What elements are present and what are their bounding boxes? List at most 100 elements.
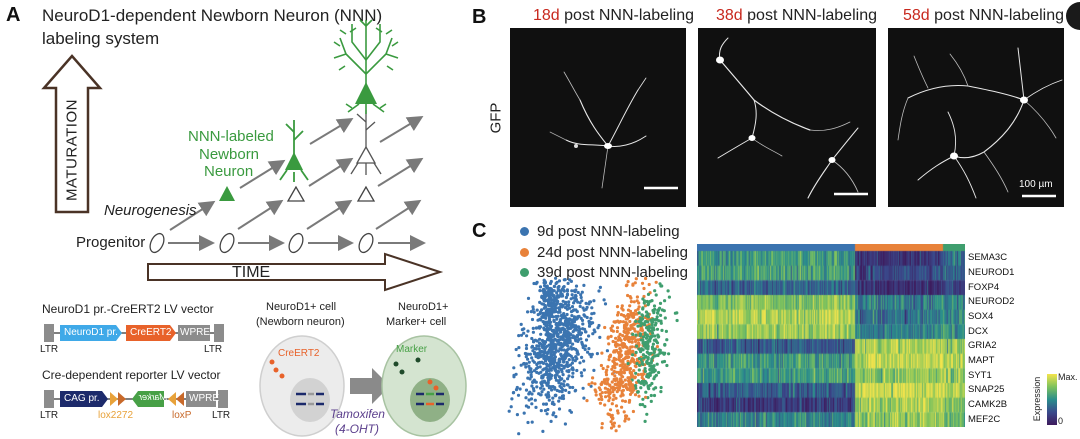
- nnn-label-line3: Neuron: [204, 163, 254, 180]
- umap-point: [585, 305, 589, 309]
- umap-point: [594, 390, 598, 394]
- umap-point: [568, 336, 572, 340]
- umap-point: [597, 323, 601, 328]
- umap-point: [609, 334, 613, 338]
- umap-point: [549, 358, 554, 362]
- umap-point: [633, 375, 637, 379]
- vector1-title: NeuroD1 pr.-CreERT2 LV vector: [42, 302, 214, 316]
- umap-point: [651, 342, 655, 346]
- umap-point: [625, 334, 629, 338]
- umap-point: [539, 342, 543, 346]
- umap-point: [547, 312, 551, 316]
- legend-dot-icon: [520, 227, 529, 236]
- umap-point: [524, 396, 528, 400]
- umap-point: [535, 308, 539, 312]
- umap-point: [534, 354, 538, 359]
- umap-point: [588, 352, 592, 356]
- umap-point: [559, 382, 564, 386]
- umap-point: [542, 287, 546, 291]
- umap-point: [517, 432, 521, 436]
- umap-point: [648, 339, 652, 343]
- umap-point: [550, 373, 554, 378]
- umap-point: [620, 342, 624, 346]
- umap-point: [607, 342, 611, 346]
- umap-point: [531, 387, 536, 391]
- umap-point: [616, 311, 620, 315]
- umap-point: [628, 370, 632, 374]
- umap-point: [642, 372, 646, 376]
- umap-point: [526, 296, 531, 300]
- umap-point: [605, 378, 610, 383]
- umap-point: [644, 381, 648, 385]
- umap-point: [544, 309, 548, 313]
- umap-point: [629, 300, 633, 304]
- micrograph-58d: 100 µm: [888, 28, 1064, 207]
- umap-point: [608, 353, 613, 357]
- umap-point: [556, 364, 560, 368]
- umap-point: [545, 323, 549, 328]
- umap-point: [538, 289, 542, 293]
- umap-point: [645, 336, 649, 340]
- vector2-wpre-label: WPRE: [189, 393, 219, 404]
- vector1-promoter-label: NeuroD1 pr.: [64, 327, 118, 338]
- umap-point: [654, 280, 658, 284]
- umap-point: [641, 297, 645, 301]
- umap-point: [611, 339, 615, 344]
- umap-point: [589, 316, 593, 320]
- umap-point: [573, 359, 577, 363]
- umap-point: [556, 349, 560, 353]
- umap-point: [618, 320, 623, 324]
- umap-point: [645, 412, 649, 416]
- umap-point: [526, 405, 531, 409]
- umap-point: [531, 330, 535, 334]
- umap-point: [558, 396, 562, 400]
- panel-a-title-line2: labeling system: [42, 29, 160, 48]
- heatmap: [697, 244, 965, 427]
- umap-point: [579, 371, 583, 375]
- umap-point: [647, 326, 651, 330]
- umap-point: [656, 353, 660, 357]
- umap-point: [556, 288, 560, 292]
- umap-point: [613, 349, 617, 353]
- umap-point: [547, 327, 552, 331]
- nnn-label-line1: NNN-labeled: [188, 128, 274, 145]
- umap-point: [626, 376, 630, 380]
- umap-point: [635, 344, 639, 348]
- umap-point: [575, 351, 579, 355]
- umap-point: [569, 345, 573, 349]
- umap-point: [522, 411, 526, 415]
- umap-point: [570, 293, 574, 297]
- umap-point: [560, 356, 565, 360]
- umap-point: [641, 397, 645, 401]
- umap-point: [546, 307, 551, 311]
- colorbar: [1047, 374, 1057, 425]
- umap-point: [618, 351, 622, 355]
- umap-point: [646, 385, 650, 390]
- umap-point: [568, 385, 572, 389]
- gene-label: MAPT: [968, 355, 995, 366]
- umap-point: [620, 304, 624, 308]
- umap-point: [642, 294, 646, 299]
- umap-point: [567, 390, 571, 395]
- umap-point: [629, 313, 633, 317]
- umap-point: [581, 386, 585, 390]
- umap-point: [565, 288, 569, 292]
- umap-point: [552, 318, 556, 323]
- umap-point: [657, 348, 661, 352]
- umap-point: [612, 369, 616, 374]
- gene-label: NEUROD2: [968, 296, 1015, 308]
- umap-point: [627, 338, 631, 342]
- umap-point: [562, 364, 566, 368]
- umap-point: [627, 400, 631, 404]
- umap-point: [565, 329, 569, 334]
- umap-point: [540, 296, 544, 300]
- umap-point: [617, 388, 621, 392]
- umap-point: [609, 426, 614, 430]
- neuron-icon: [356, 185, 376, 202]
- umap-point: [549, 419, 553, 423]
- umap-point: [585, 399, 589, 403]
- umap-point: [637, 368, 641, 372]
- umap-point: [629, 359, 634, 363]
- umap-point: [554, 348, 558, 352]
- umap-point: [625, 414, 629, 418]
